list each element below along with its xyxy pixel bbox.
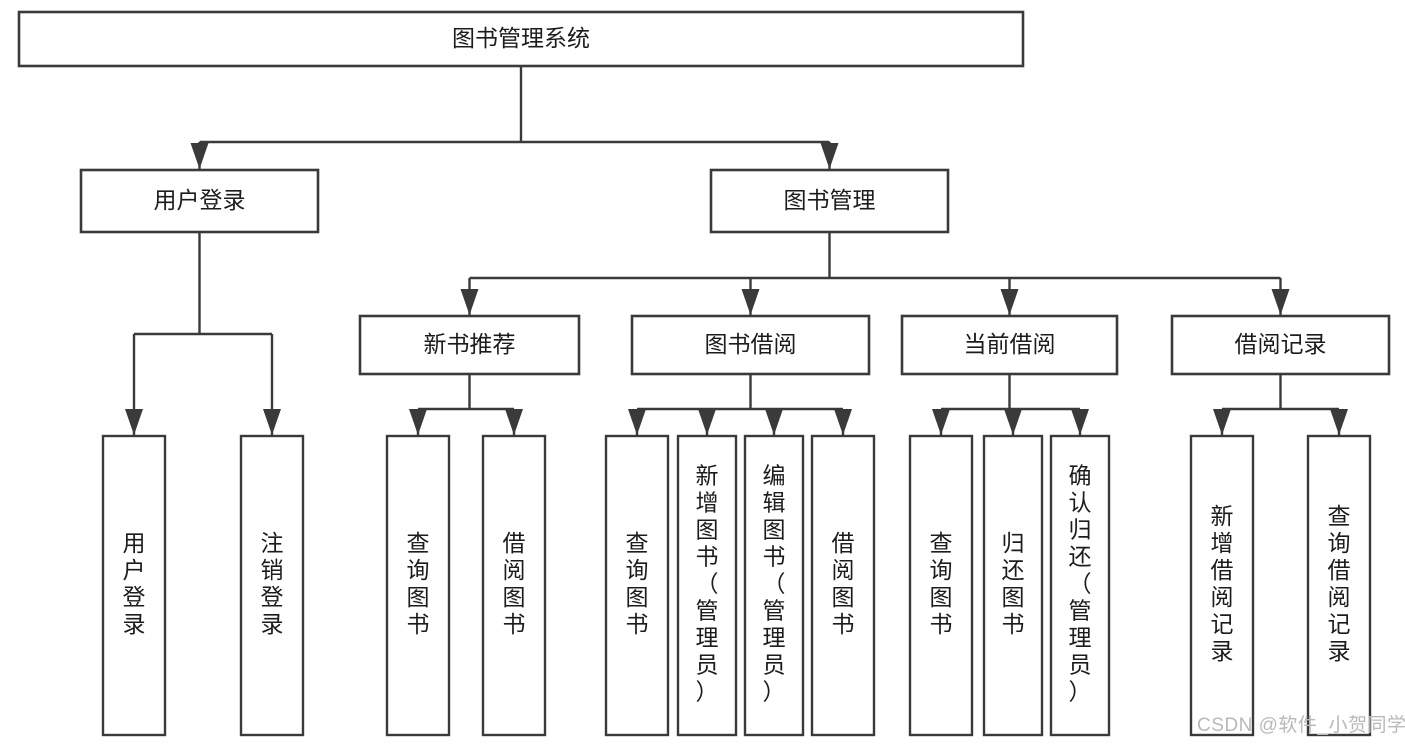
node-box-book-manage[interactable] [709,168,950,234]
arrowhead-leaf-user-login [125,409,143,435]
arrowhead-leaf-borrow-book-1 [505,409,523,435]
node-box-leaf-user-login[interactable] [101,434,167,737]
arrowhead-book-borrow [741,289,760,315]
node-box-leaf-add-record[interactable] [1189,434,1255,737]
arrowhead-leaf-add-record [1213,409,1231,435]
node-leaf-return-book[interactable]: 归还图书 [982,434,1044,737]
node-box-leaf-query-book-1[interactable] [385,434,451,737]
node-box-leaf-return-book[interactable] [982,434,1044,737]
node-label-leaf-query-book-2: 查询图书 [626,530,649,637]
node-book-borrow[interactable]: 图书借阅 [630,314,871,376]
node-label-leaf-logout: 注销登录 [261,530,284,637]
arrowhead-current-borrow [1000,289,1019,315]
arrowhead-leaf-logout [263,409,281,435]
arrowhead-leaf-edit-book [765,409,783,435]
node-box-leaf-edit-book[interactable] [743,434,805,737]
node-leaf-query-book-1[interactable]: 查询图书 [385,434,451,737]
node-label-leaf-borrow-book-2: 借阅图书 [832,530,855,637]
node-label-current-borrow: 当前借阅 [964,331,1056,357]
node-label-leaf-return-book: 归还图书 [1002,530,1025,637]
node-leaf-add-book[interactable]: 新增图书（管理员） [676,434,738,737]
node-label-leaf-add-book: 新增图书（管理员） [696,463,719,705]
node-leaf-borrow-book-1[interactable]: 借阅图书 [481,434,547,737]
node-layer: 图书管理系统用户登录图书管理新书推荐图书借阅当前借阅借阅记录用户登录注销登录查询… [17,10,1391,737]
arrowhead-new-book-recommend [460,289,479,315]
node-box-current-borrow[interactable] [900,314,1119,376]
node-label-leaf-user-login: 用户登录 [123,530,146,637]
node-label-leaf-borrow-book-1: 借阅图书 [503,530,526,637]
node-box-leaf-borrow-book-2[interactable] [810,434,876,737]
node-user-login[interactable]: 用户登录 [79,168,320,234]
node-label-borrow-record: 借阅记录 [1235,331,1327,357]
node-label-leaf-edit-book: 编辑图书（管理员） [763,463,786,705]
node-current-borrow[interactable]: 当前借阅 [900,314,1119,376]
arrowhead-book-manage [820,143,839,169]
node-label-leaf-confirm-return: 确认归还（管理员） [1069,463,1092,705]
arrowhead-borrow-record [1271,289,1290,315]
node-root[interactable]: 图书管理系统 [17,10,1025,68]
node-box-root[interactable] [17,10,1025,68]
node-box-user-login[interactable] [79,168,320,234]
node-leaf-edit-book[interactable]: 编辑图书（管理员） [743,434,805,737]
node-leaf-query-book-2[interactable]: 查询图书 [604,434,670,737]
arrowhead-user-login [190,143,209,169]
node-leaf-borrow-book-2[interactable]: 借阅图书 [810,434,876,737]
node-box-leaf-query-book-3[interactable] [908,434,974,737]
arrowhead-leaf-query-book-2 [628,409,646,435]
node-borrow-record[interactable]: 借阅记录 [1170,314,1391,376]
node-box-leaf-add-book[interactable] [676,434,738,737]
arrowhead-leaf-query-book-3 [932,409,950,435]
node-box-new-book-recommend[interactable] [358,314,581,376]
node-box-leaf-query-book-2[interactable] [604,434,670,737]
node-box-leaf-query-record[interactable] [1306,434,1372,737]
arrowhead-leaf-confirm-return [1071,409,1089,435]
node-leaf-add-record[interactable]: 新增借阅记录 [1189,434,1255,737]
node-box-leaf-logout[interactable] [239,434,305,737]
connector-layer [125,66,1348,435]
node-label-leaf-query-book-1: 查询图书 [407,530,430,637]
arrowhead-leaf-query-record [1330,409,1348,435]
node-leaf-query-record[interactable]: 查询借阅记录 [1306,434,1372,737]
node-book-manage[interactable]: 图书管理 [709,168,950,234]
node-label-root: 图书管理系统 [452,25,590,51]
csdn-watermark: CSDN @软件_小贺同学 [1197,714,1405,736]
node-label-book-borrow: 图书借阅 [705,331,797,357]
node-leaf-confirm-return[interactable]: 确认归还（管理员） [1049,434,1111,737]
arrowhead-leaf-query-book-1 [409,409,427,435]
node-box-book-borrow[interactable] [630,314,871,376]
node-new-book-recommend[interactable]: 新书推荐 [358,314,581,376]
node-box-leaf-confirm-return[interactable] [1049,434,1111,737]
node-label-leaf-query-record: 查询借阅记录 [1328,503,1351,664]
arrowhead-leaf-return-book [1004,409,1022,435]
node-leaf-query-book-3[interactable]: 查询图书 [908,434,974,737]
watermark-layer: CSDN @软件_小贺同学 [1197,714,1405,736]
node-label-new-book-recommend: 新书推荐 [424,331,516,357]
node-box-leaf-borrow-book-1[interactable] [481,434,547,737]
node-label-book-manage: 图书管理 [784,187,876,213]
node-label-leaf-query-book-3: 查询图书 [930,530,953,637]
arrowhead-leaf-borrow-book-2 [834,409,852,435]
node-label-user-login: 用户登录 [154,187,246,213]
node-box-borrow-record[interactable] [1170,314,1391,376]
node-label-leaf-add-record: 新增借阅记录 [1211,503,1234,664]
arrowhead-leaf-add-book [698,409,716,435]
node-leaf-user-login[interactable]: 用户登录 [101,434,167,737]
node-leaf-logout[interactable]: 注销登录 [239,434,305,737]
